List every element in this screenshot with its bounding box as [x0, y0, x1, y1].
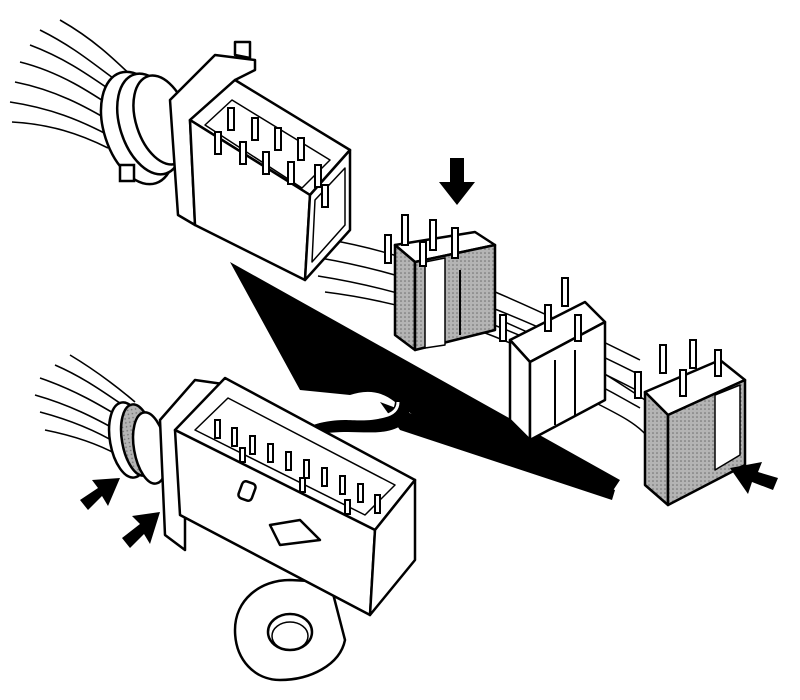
sub-connector-1 — [393, 230, 497, 352]
arrow-seal-lower — [122, 512, 160, 548]
arrow-seal-upper — [80, 478, 120, 510]
arrow-right-icon — [80, 478, 120, 510]
sub-connector-1-pins — [384, 214, 459, 267]
arrow-left-sub-connector-3 — [730, 462, 778, 494]
sub-connector-3 — [643, 358, 747, 507]
seal-ring-upper — [99, 70, 192, 186]
wire-bundle-upper — [9, 19, 141, 149]
assembled-connector-lower — [158, 376, 417, 682]
arrow-left-icon — [730, 462, 778, 494]
arrow-right-icon — [122, 512, 160, 548]
sub-connector-2 — [508, 300, 607, 442]
assembled-connector-pins — [214, 419, 381, 515]
main-connector-upper — [168, 40, 352, 282]
exploded-view-wedge — [230, 262, 620, 495]
sub-connector-2-pins — [499, 277, 582, 342]
arrow-down-sub-connector-1 — [439, 158, 475, 205]
arrow-down-icon — [439, 158, 475, 205]
seal-ring-lower — [107, 401, 169, 485]
exploded-view-wedge-lower — [380, 402, 615, 500]
main-connector-pins — [214, 107, 329, 208]
sub-connector-3-pins — [634, 339, 722, 399]
